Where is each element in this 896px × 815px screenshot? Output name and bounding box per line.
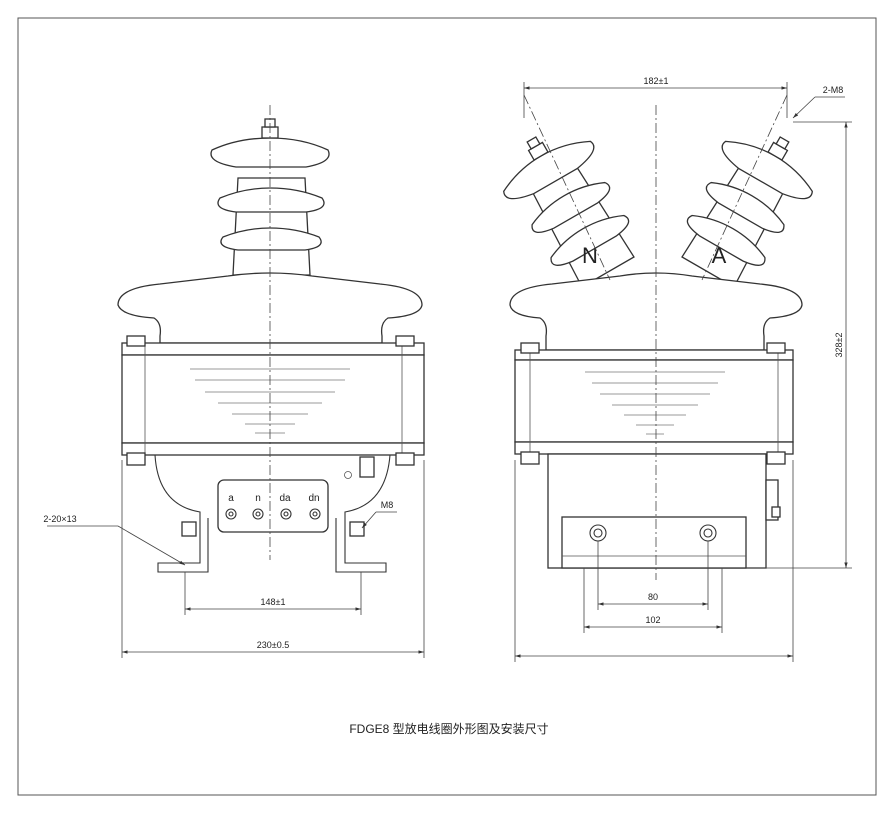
terminal-plate bbox=[217, 479, 329, 533]
drawing-frame bbox=[17, 17, 877, 796]
dim-ground-bolt: M8 bbox=[381, 500, 394, 510]
side-dimensions: 182±1 2-M8 328±2 80 102 bbox=[514, 76, 852, 662]
insulator-a bbox=[681, 136, 813, 288]
front-base: a n da dn bbox=[154, 454, 391, 573]
front-view: a n da dn 2-20×13 M8 148±1 230±0.5 bbox=[43, 105, 425, 658]
phase-label-n: N bbox=[582, 243, 598, 268]
drawing-caption: FDGE8 型放电线圈外形图及安装尺寸 bbox=[349, 721, 548, 736]
dim-outer-holes: 102 bbox=[645, 615, 660, 625]
dim-overall-height: 328±2 bbox=[834, 333, 844, 358]
terminal-label-dn: dn bbox=[308, 493, 319, 504]
insulator-n bbox=[503, 136, 635, 288]
dim-hole-spacing: 148±1 bbox=[261, 597, 286, 607]
dim-inner-holes: 80 bbox=[648, 592, 658, 602]
side-view: N A bbox=[503, 76, 852, 662]
side-body bbox=[514, 342, 794, 465]
dim-terminal-bolts: 2-M8 bbox=[823, 85, 844, 95]
terminal-label-da: da bbox=[279, 493, 291, 504]
dim-terminal-spacing: 182±1 bbox=[644, 76, 669, 86]
side-base bbox=[547, 453, 781, 569]
dim-overall-width: 230±0.5 bbox=[257, 640, 289, 650]
front-dimensions: 2-20×13 M8 148±1 230±0.5 bbox=[43, 460, 425, 658]
phase-label-a: A bbox=[712, 243, 727, 268]
terminal-label-a: a bbox=[228, 493, 234, 504]
dim-mounting-slots: 2-20×13 bbox=[43, 514, 76, 524]
terminal-label-n: n bbox=[255, 493, 261, 504]
front-body bbox=[121, 335, 425, 478]
